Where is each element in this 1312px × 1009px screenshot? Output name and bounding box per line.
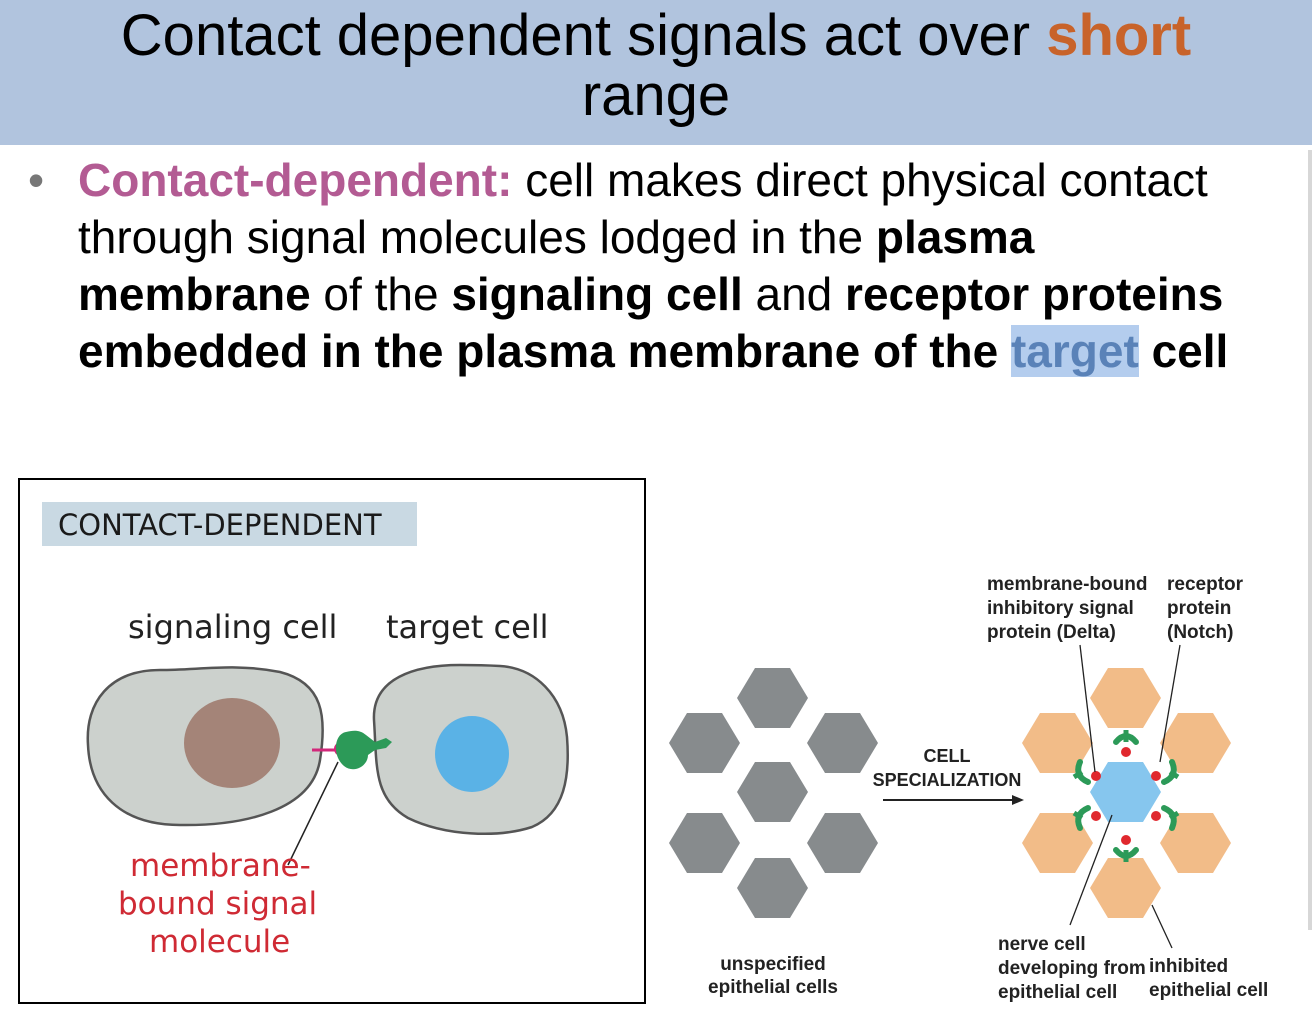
target-cell-label: target cell <box>386 608 549 646</box>
notch-pointer-line <box>1159 644 1181 763</box>
delta-label-line-3: protein (Delta) <box>987 622 1116 643</box>
inhibited-cell <box>1090 668 1161 728</box>
unspecified-label-line-1: unspecified <box>720 954 826 975</box>
inhibited-cell <box>1090 858 1161 918</box>
notch-label-line-1: receptor <box>1167 574 1244 595</box>
inhibited-cell <box>1160 813 1231 873</box>
highlighted-word[interactable]: target <box>1010 325 1139 377</box>
notch-receptor <box>1161 759 1180 785</box>
signal-label-line-3: molecule <box>149 924 290 960</box>
signaling-cell-nucleus <box>184 698 280 788</box>
slide-edge <box>1308 150 1312 930</box>
delta-label-line-1: membrane-bound <box>987 574 1147 595</box>
delta-signal <box>1151 811 1161 821</box>
delta-signal <box>1091 771 1101 781</box>
arrow-label-line-1: CELL <box>924 746 971 766</box>
bullet-term: Contact-dependent: <box>78 154 513 206</box>
title-bar <box>0 0 1312 145</box>
nerve-label-line-2: developing from <box>998 958 1146 979</box>
inhibited-cell <box>1160 713 1231 773</box>
nerve-label-line-3: epithelial cell <box>998 982 1117 1003</box>
delta-signal <box>1091 811 1101 821</box>
unspecified-cell <box>807 813 878 873</box>
title-line2: range <box>581 63 731 128</box>
inhibited-cell <box>1022 713 1093 773</box>
nerve-pointer-line <box>1069 814 1113 926</box>
bullet-part-2: of the <box>310 268 452 320</box>
unspecified-cell <box>737 668 808 728</box>
bullet-bold-2: signaling cell <box>451 268 743 320</box>
notch-receptor <box>1072 759 1091 785</box>
notch-label-line-2: protein <box>1167 598 1231 619</box>
signal-pointer-line <box>287 761 339 866</box>
bullet-bold-1: plasma membrane <box>78 211 1035 320</box>
bullet-text: Contact-dependent: cell makes direct phy… <box>78 152 1278 380</box>
arrow-head <box>1012 795 1024 805</box>
notch-receptor <box>1113 730 1139 745</box>
slide-title: Contact dependent signals act over short… <box>0 0 1312 126</box>
delta-signal <box>1121 747 1131 757</box>
delta-pointer-line <box>1079 644 1096 773</box>
unspecified-label-line-2: epithelial cells <box>708 977 838 998</box>
arrow-label-line-2: SPECIALIZATION <box>873 770 1022 790</box>
notch-label-line-3: (Notch) <box>1167 622 1233 643</box>
unspecified-cell <box>737 858 808 918</box>
unspecified-cell <box>807 713 878 773</box>
nerve-cell <box>1090 762 1161 822</box>
title-accent: short <box>1046 3 1192 68</box>
notch-receptor <box>1161 805 1180 831</box>
bullet-bold-3: receptor proteins embedded in the plasma… <box>78 268 1224 377</box>
unspecified-cell <box>669 713 740 773</box>
bullet-part-3: and <box>742 268 846 320</box>
unspecified-cell <box>669 813 740 873</box>
bullet-bold-4: cell <box>1138 325 1229 377</box>
contact-dependent-figure: CONTACT-DEPENDENT signaling cell target … <box>18 478 646 1004</box>
inhibited-cell <box>1022 813 1093 873</box>
delta-signal <box>1121 835 1131 845</box>
figure-header: CONTACT-DEPENDENT <box>58 508 382 542</box>
contact-dependent-diagram: CONTACT-DEPENDENT signaling cell target … <box>42 502 569 960</box>
bullet-part-1: cell makes direct physical contact throu… <box>78 154 1208 263</box>
unspecified-cell <box>737 762 808 822</box>
nerve-label-line-1: nerve cell <box>998 934 1086 955</box>
signal-label-line-1: membrane- <box>130 848 311 884</box>
notch-receptor <box>1072 805 1091 831</box>
signal-label-line-2: bound signal <box>118 886 317 922</box>
signaling-cell-label: signaling cell <box>128 608 337 646</box>
inhibited-pointer-line <box>1151 904 1173 949</box>
notch-receptor <box>1113 847 1139 862</box>
title-main: Contact dependent signals act over <box>120 3 1031 68</box>
delta-label-line-2: inhibitory signal <box>987 598 1134 619</box>
inhibited-label-line-2: epithelial cell <box>1149 980 1268 1001</box>
bullet-marker: • <box>28 154 45 206</box>
inhibited-label-line-1: inhibited <box>1149 956 1228 977</box>
target-cell-nucleus <box>435 716 509 792</box>
delta-signal <box>1151 771 1161 781</box>
figure-header-box <box>42 502 417 546</box>
receptor-protein <box>335 730 392 770</box>
